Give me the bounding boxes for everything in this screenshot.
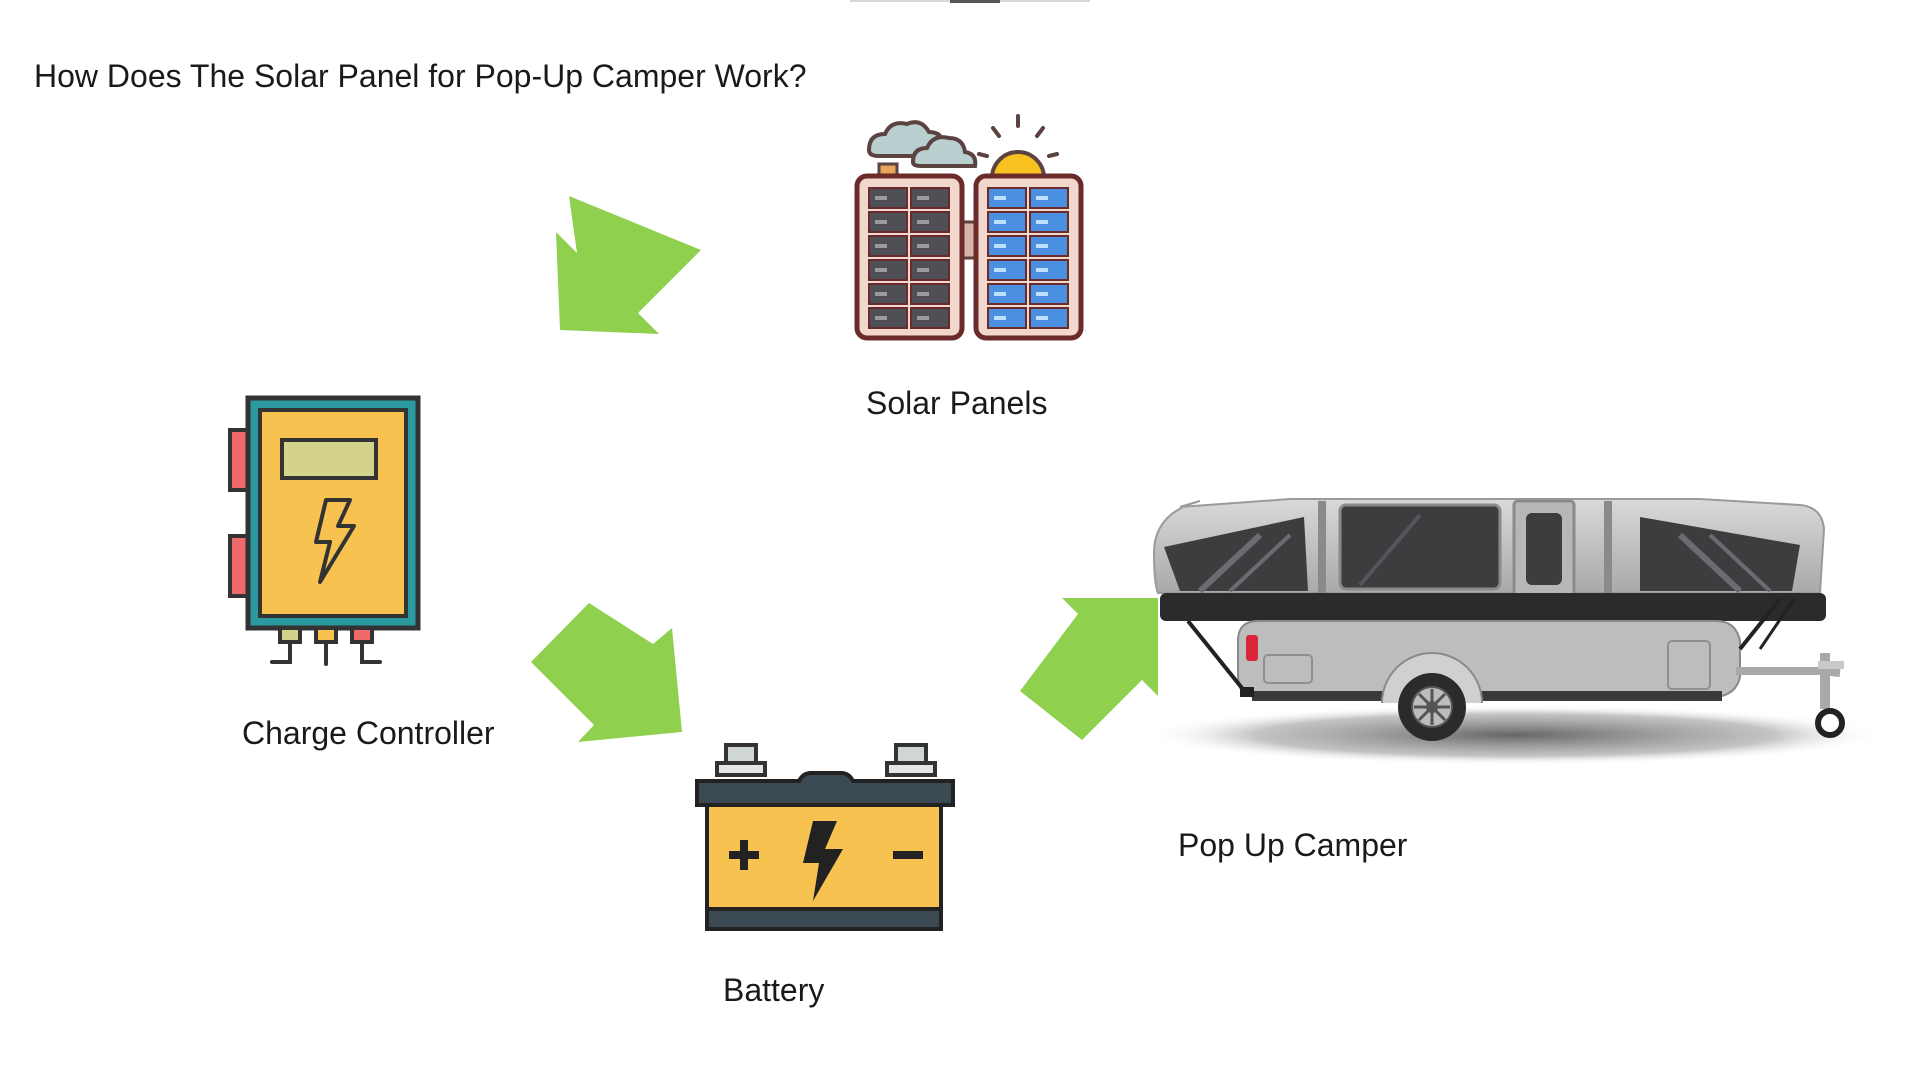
pop-up-camper-icon [1145,498,1885,765]
arrow-controller-to-battery [531,603,682,742]
battery-label: Battery [723,972,825,1008]
battery-icon [695,743,955,931]
top-scroll-knob [950,0,1000,3]
charge-controller-icon [228,395,421,666]
arrow-solar-to-controller [556,196,701,334]
arrow-battery-to-camper [1020,598,1158,740]
top-scroll-indicator [850,0,1090,3]
page-title: How Does The Solar Panel for Pop-Up Camp… [34,58,807,94]
charge-controller-label: Charge Controller [242,715,495,751]
solar-panels-label: Solar Panels [866,385,1048,421]
pop-up-camper-label: Pop Up Camper [1178,827,1408,863]
solar-panels-icon [854,114,1084,341]
